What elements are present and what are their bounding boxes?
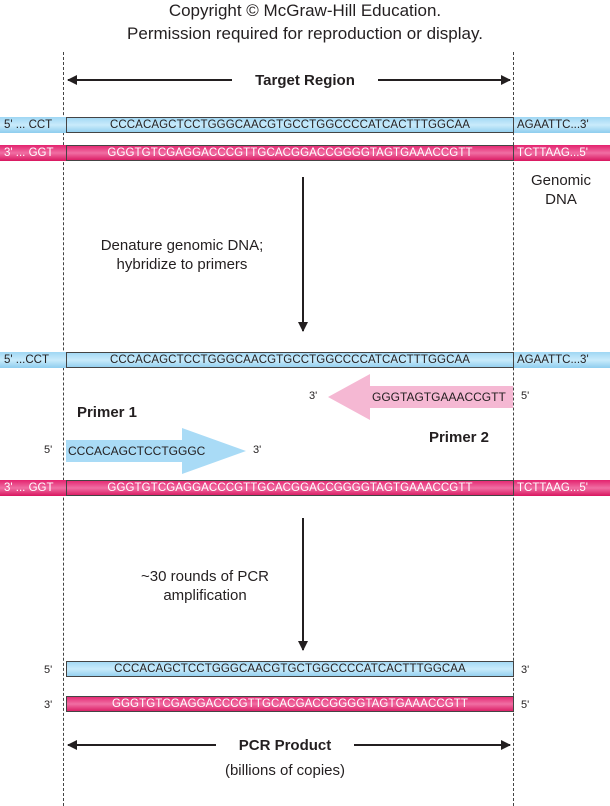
primer1-5prime: 5' (44, 444, 53, 456)
step2-line-2: amplification (163, 587, 247, 604)
copyright-line-1: Copyright © McGraw-Hill Education. (168, 1, 442, 20)
primer2-label: Primer 2 (428, 429, 490, 446)
step1-line-2: hybridize to primers (116, 256, 248, 273)
genomic-top-strand: 5' ... CCT CCCACAGCTCCTGGGCAACGTGCCTGGCC… (0, 117, 610, 133)
primer1-3prime: 3' (253, 444, 262, 456)
hybrid-top-left-end: 5' ...CCT (4, 354, 50, 366)
genomic-top-sequence: CCCACAGCTCCTGGGCAACGTGCCTGGCCCCATCACTTTG… (66, 117, 514, 133)
genomic-bottom-strand: 3' ... GGT GGGTGTCGAGGACCCGTTGCACGGACCGG… (0, 145, 610, 161)
product-bottom-strand: GGGTGTCGAGGACCCGTTGCACGACCGGGGTAGTGAAACC… (66, 696, 514, 712)
pcr-product-label: PCR Product (238, 737, 332, 754)
product-top-3prime: 3' (521, 664, 530, 676)
hybrid-bottom-sequence: GGGTGTCGAGGACCCGTTGCACGGACCGGGGTAGTGAAAC… (66, 480, 514, 496)
genomic-bottom-left-end: 3' ... GGT (4, 147, 54, 159)
pcr-copies-label: (billions of copies) (224, 762, 346, 779)
product-bottom-5prime: 5' (521, 699, 530, 711)
product-bottom-sequence: GGGTGTCGAGGACCCGTTGCACGACCGGGGTAGTGAAACC… (66, 696, 514, 712)
hybrid-top-strand: 5' ...CCT CCCACAGCTCCTGGGCAACGTGCCTGGCCC… (0, 352, 610, 368)
genomic-top-left-end: 5' ... CCT (4, 119, 53, 131)
genomic-bottom-right-end: TCTTAAG...5' (517, 147, 588, 159)
hybrid-bottom-right-end: TCTTAAG...5' (517, 482, 588, 494)
hybrid-top-right-end: AGAATTC...3' (517, 354, 589, 366)
primer2-sequence: GGGTAGTGAAACCGTT (372, 390, 506, 404)
product-bottom-3prime: 3' (44, 699, 53, 711)
product-top-5prime: 5' (44, 664, 53, 676)
hybrid-top-sequence: CCCACAGCTCCTGGGCAACGTGCCTGGCCCCATCACTTTG… (66, 352, 514, 368)
primer2-arrow-shape (328, 374, 513, 420)
genomic-dna-line-2: DNA (545, 191, 577, 208)
left-boundary-line (63, 52, 64, 806)
genomic-dna-label: Genomic DNA (516, 171, 606, 209)
step2-line-1: ~30 rounds of PCR (141, 568, 269, 585)
primer1-arrow-shape (66, 428, 246, 474)
copyright-line-2: Permission required for reproduction or … (127, 24, 483, 43)
genomic-dna-line-1: Genomic (530, 172, 592, 189)
step2-text: ~30 rounds of PCR amplification (110, 567, 300, 605)
product-top-strand: CCCACAGCTCCTGGGCAACGTGCTGGCCCCATCACTTTGG… (66, 661, 514, 677)
hybrid-bottom-strand: 3' ... GGT GGGTGTCGAGGACCCGTTGCACGGACCGG… (0, 480, 610, 496)
target-region-label: Target Region (255, 72, 355, 89)
step1-line-1: Denature genomic DNA; (100, 237, 264, 254)
primer1-sequence: CCCACAGCTCCTGGGC (68, 444, 206, 458)
genomic-bottom-sequence: GGGTGTCGAGGACCCGTTGCACGGACCGGGGTAGTGAAAC… (66, 145, 514, 161)
product-top-sequence: CCCACAGCTCCTGGGCAACGTGCTGGCCCCATCACTTTGG… (66, 661, 514, 677)
genomic-top-right-end: AGAATTC...3' (517, 119, 589, 131)
hybrid-bottom-left-end: 3' ... GGT (4, 482, 54, 494)
primer2-5prime: 5' (521, 390, 530, 402)
primer1-label: Primer 1 (76, 404, 138, 421)
step1-text: Denature genomic DNA; hybridize to prime… (72, 236, 292, 274)
right-boundary-line (513, 52, 514, 806)
primer2-3prime: 3' (309, 390, 318, 402)
